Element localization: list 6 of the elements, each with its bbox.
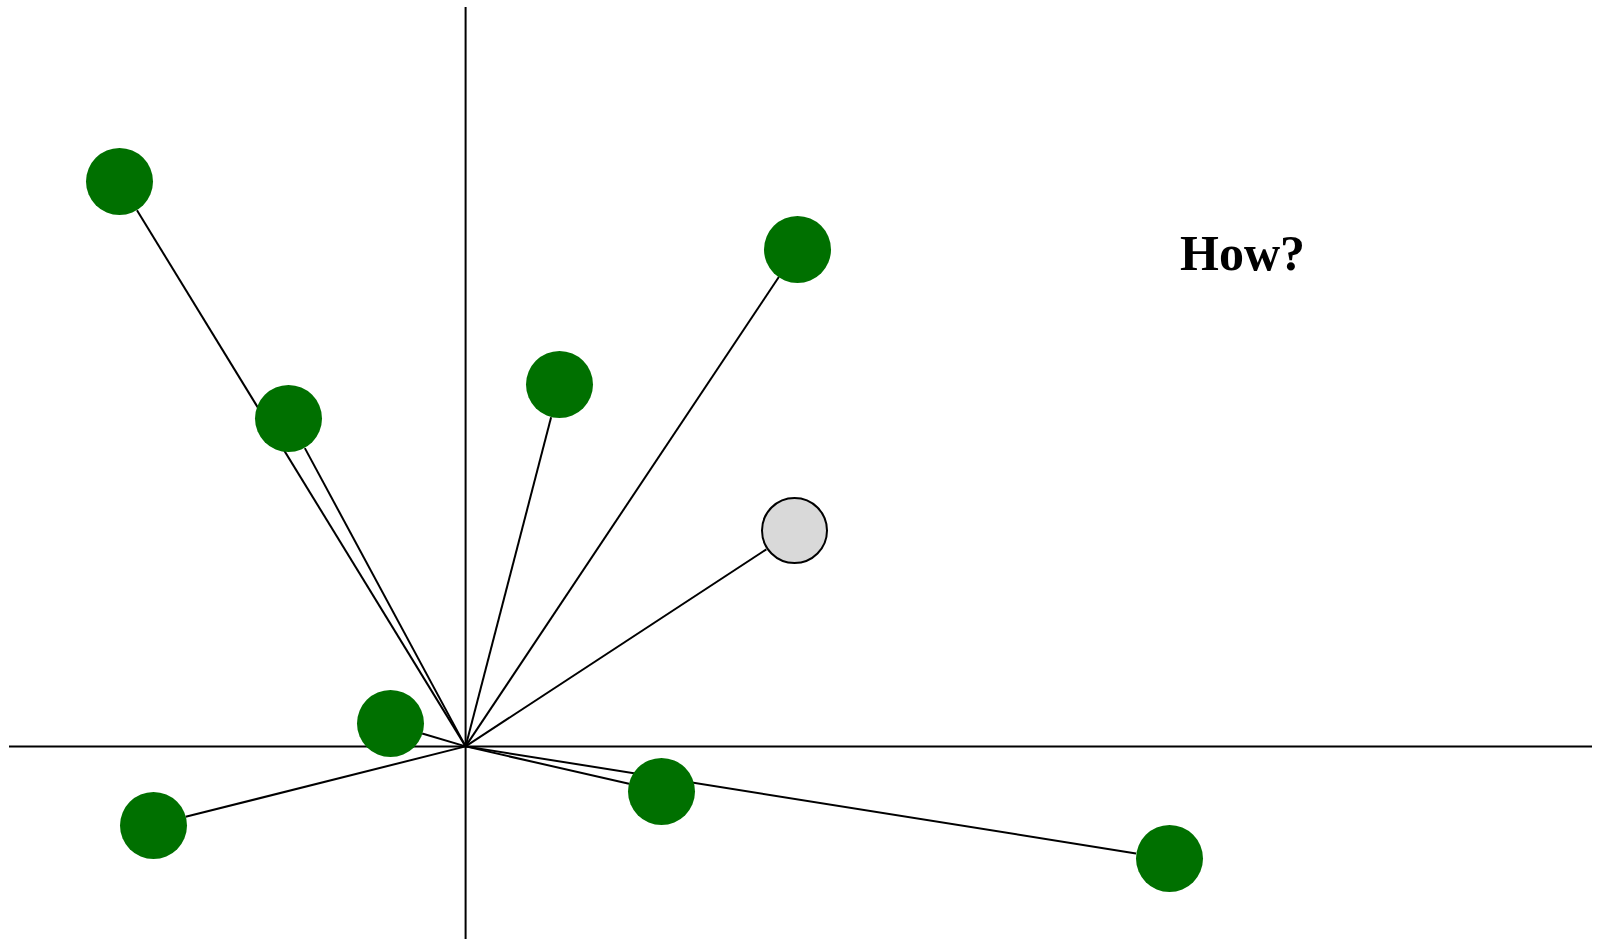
connector-line bbox=[464, 548, 768, 748]
question-text: How? bbox=[1180, 228, 1305, 278]
connector-line bbox=[184, 745, 467, 818]
connector-line bbox=[464, 745, 1137, 855]
connector-line bbox=[303, 447, 467, 748]
connector-line bbox=[421, 732, 467, 748]
